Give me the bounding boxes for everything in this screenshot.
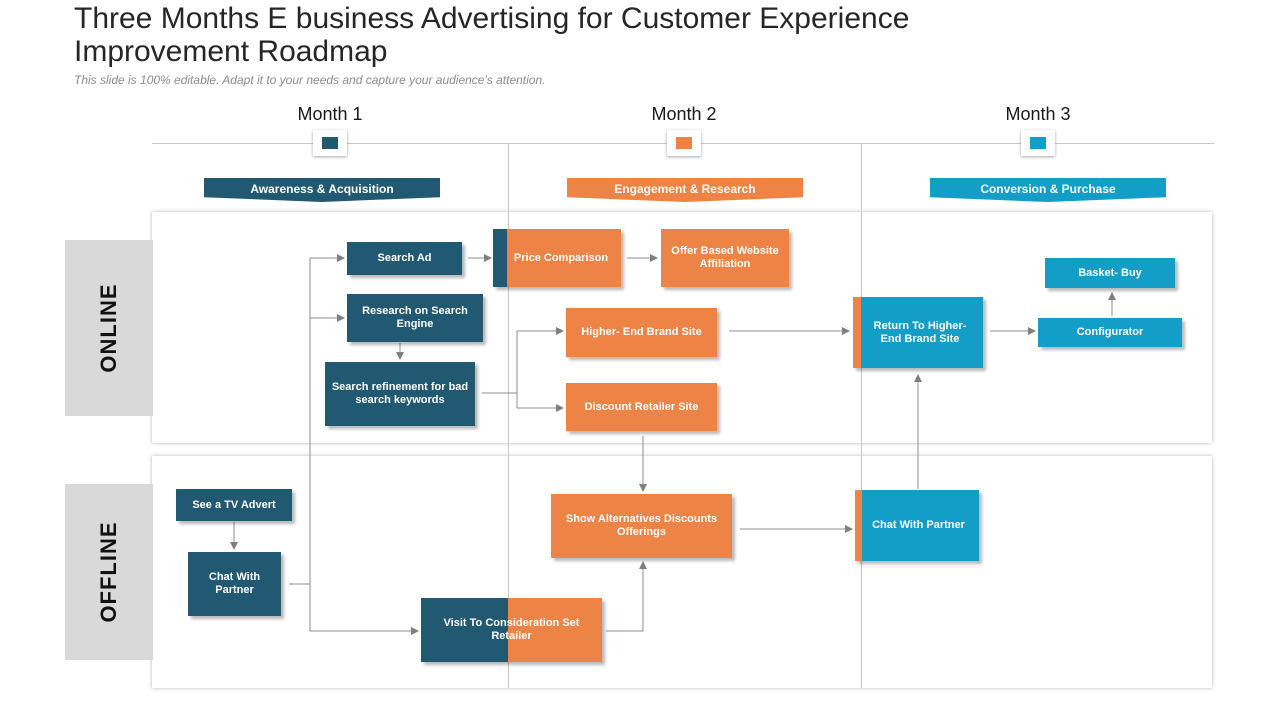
phase-conversion-banner: Conversion & Purchase (930, 178, 1166, 202)
node-search-refinement: Search refinement for bad search keyword… (325, 362, 475, 426)
node-return-higher-end: Return To Higher- End Brand Site (853, 297, 983, 368)
phase-awareness-banner: Awareness & Acquisition (204, 178, 440, 202)
month-divider-1-overlay (508, 143, 509, 688)
node-chat-partner-conversion: Chat With Partner (855, 490, 979, 561)
offline-lane-label: OFFLINE (65, 484, 153, 660)
node-chat-partner-offline: Chat With Partner (188, 552, 281, 616)
node-price-comparison: Price Comparison (493, 229, 621, 287)
phase-engagement-banner: Engagement & Research (567, 178, 803, 202)
month-3-marker (1021, 130, 1055, 156)
month-divider-2-overlay (861, 143, 862, 688)
connector-visit-alternatives (606, 561, 647, 632)
node-tv-advert: See a TV Advert (176, 489, 292, 521)
month-2-label: Month 2 (651, 104, 717, 124)
month-1-label: Month 1 (297, 104, 363, 124)
page-title: Three Months E business Advertising for … (74, 2, 910, 68)
node-offer-based-affiliation: Offer Based Website Affiliation (661, 229, 789, 287)
node-search-ad: Search Ad (347, 242, 462, 275)
online-lane-label: ONLINE (65, 240, 153, 416)
node-show-alternatives: Show Alternatives Discounts Offerings (551, 494, 732, 558)
node-higher-end-brand: Higher- End Brand Site (566, 308, 717, 357)
month-1-marker (313, 130, 347, 156)
month-3-label: Month 3 (1005, 104, 1071, 124)
page-subtitle: This slide is 100% editable. Adapt it to… (74, 73, 546, 87)
node-visit-retailer: Visit To Consideration Set Retailer (421, 598, 602, 662)
node-discount-retailer: Discount Retailer Site (566, 383, 717, 431)
node-configurator: Configurator (1038, 318, 1182, 347)
month-2-marker (667, 130, 701, 156)
node-basket-buy: Basket- Buy (1045, 258, 1175, 288)
node-research-search-engine: Research on Search Engine (347, 294, 483, 342)
